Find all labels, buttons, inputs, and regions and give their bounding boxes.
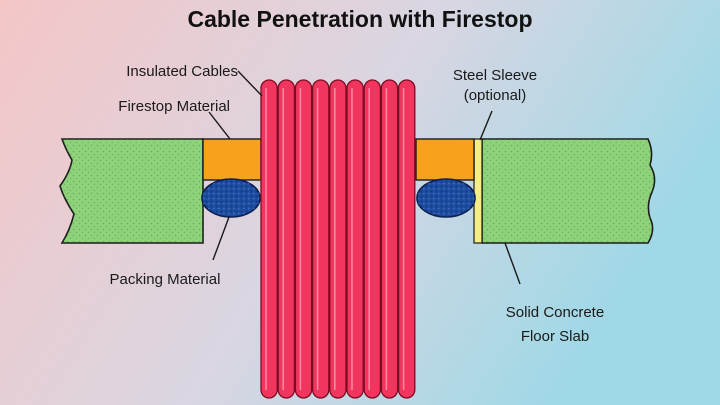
cable-6	[346, 79, 364, 399]
cable-7	[363, 79, 382, 399]
label-solid-concrete: Solid Concrete	[506, 304, 604, 321]
label-firestop-material: Firestop Material	[118, 98, 230, 115]
diagram-title: Cable Penetration with Firestop	[187, 6, 532, 32]
left-concrete-slab	[59, 138, 204, 244]
leader-insulated-cables	[237, 70, 263, 97]
insulated-cables	[260, 79, 416, 399]
packing-material-right	[416, 178, 476, 218]
firestop-material-left	[202, 138, 262, 181]
cable-8	[380, 79, 399, 399]
label-steel-sleeve-optional: (optional)	[464, 87, 527, 104]
cable-2	[277, 79, 296, 399]
label-packing-material: Packing Material	[110, 271, 221, 288]
cable-1	[260, 79, 278, 399]
cable-3	[294, 79, 313, 399]
cable-9	[397, 79, 416, 399]
label-floor-slab: Floor Slab	[521, 328, 589, 345]
cable-4	[311, 79, 330, 399]
label-insulated-cables: Insulated Cables	[126, 63, 238, 80]
right-concrete-slab	[481, 138, 656, 244]
leader-steel-sleeve	[479, 110, 493, 141]
packing-material-left	[201, 178, 261, 218]
leader-solid-concrete	[504, 242, 521, 285]
firestop-material-right	[415, 138, 475, 181]
cable-5	[329, 79, 347, 399]
label-steel-sleeve: Steel Sleeve	[453, 67, 537, 84]
leader-firestop-material	[208, 111, 231, 140]
steel-sleeve	[473, 138, 483, 244]
leader-packing-material	[212, 216, 230, 261]
